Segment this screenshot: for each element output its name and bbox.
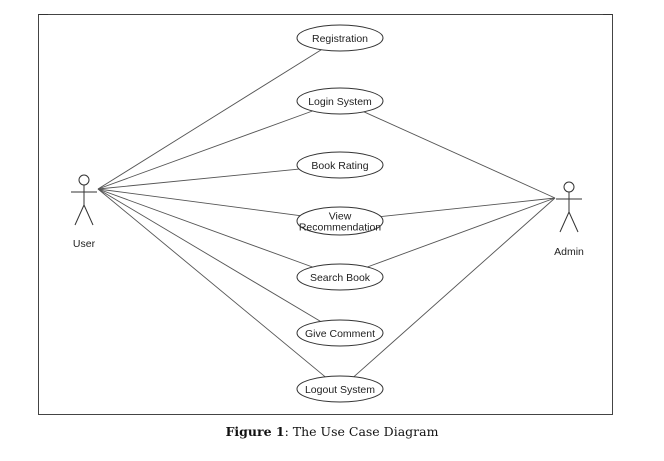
figure-caption: Figure 1: The Use Case Diagram: [0, 424, 664, 439]
use-case-ellipse: [296, 24, 384, 52]
association-admin-search-book: [367, 197, 556, 268]
association-user-login: [97, 110, 313, 190]
use-case-logout: Logout System: [296, 375, 384, 403]
figure-caption-label: Figure 1: [225, 424, 285, 439]
use-case-give-comment: Give Comment: [296, 319, 384, 347]
use-case-ellipse: [296, 375, 384, 403]
actor-left-leg: [559, 211, 570, 233]
actor-right-leg: [83, 204, 94, 226]
actor-left-leg: [74, 204, 85, 226]
actor-right-leg: [568, 211, 579, 233]
actor-user: User: [71, 174, 97, 250]
figure-caption-text: : The Use Case Diagram: [284, 424, 439, 439]
association-admin-view-rec: [380, 197, 556, 218]
use-case-label: Book Rating: [311, 160, 368, 172]
association-user-search-book: [97, 188, 313, 268]
use-case-label: View: [329, 210, 352, 222]
association-user-view-rec: [97, 188, 301, 217]
use-case-book-rating: Book Rating: [296, 151, 384, 179]
use-case-label: Login System: [308, 96, 372, 108]
use-case-label: Registration: [312, 33, 368, 45]
use-case-ellipse: [296, 151, 384, 179]
system-boundary: [38, 14, 613, 415]
association-user-logout: [97, 188, 326, 378]
stick-figure-icon: [71, 174, 97, 226]
associations: [97, 49, 556, 378]
actor-head: [563, 181, 575, 193]
actor-label: Admin: [554, 246, 584, 258]
use-case-ellipse: [296, 206, 384, 236]
use-case-search-book: Search Book: [296, 263, 384, 291]
actor-admin: Admin: [554, 181, 584, 258]
use-case-registration: Registration: [296, 24, 384, 52]
association-user-book-rating: [97, 168, 300, 190]
association-admin-login: [363, 111, 556, 199]
use-case-ellipse: [296, 87, 384, 115]
use-case-ellipse: [296, 319, 384, 347]
actor-label: User: [73, 238, 96, 250]
association-admin-logout: [353, 197, 556, 378]
association-user-give-comment: [97, 188, 321, 322]
use-case-label: Logout System: [305, 384, 375, 396]
use-case-login: Login System: [296, 87, 384, 115]
use-case-label: Recommendation: [299, 221, 381, 233]
actor-head: [78, 174, 90, 186]
use-case-ellipse: [296, 263, 384, 291]
use-case-label: Search Book: [310, 272, 371, 284]
use-case-label: Give Comment: [305, 328, 375, 340]
stick-figure-icon: [556, 181, 582, 233]
association-user-registration: [97, 49, 322, 190]
